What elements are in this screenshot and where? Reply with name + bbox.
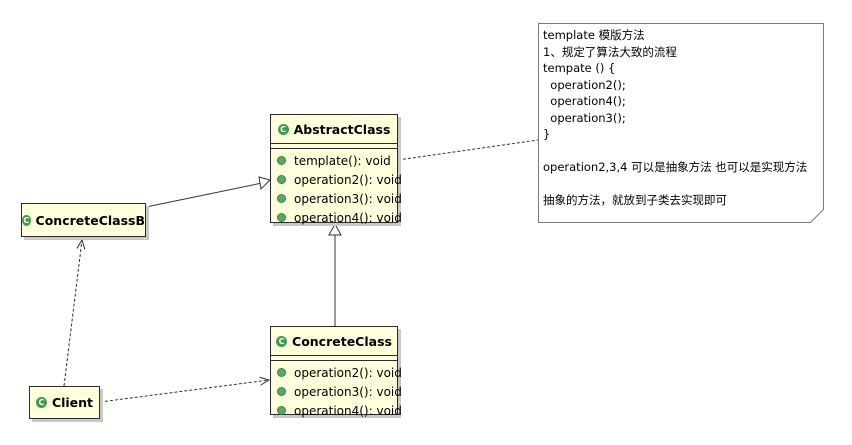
operation-item[interactable]: operation4(): void	[277, 208, 402, 227]
operation-item[interactable]: operation2(): void	[277, 363, 402, 382]
note-anchor-line	[397, 139, 539, 161]
generalization-arrowhead-left	[258, 176, 271, 191]
concreteclass-box[interactable]: C ConcreteClass operation2(): void opera…	[270, 326, 402, 418]
attributes-divider	[271, 356, 397, 361]
client-name: Client	[51, 395, 94, 410]
public-method-icon	[277, 175, 286, 184]
public-method-icon	[277, 387, 286, 396]
operation-item[interactable]: operation3(): void	[277, 189, 402, 208]
concreteclass-operations: operation2(): void operation3(): void op…	[271, 361, 402, 420]
public-method-icon	[277, 368, 286, 377]
concreteclassb-header: C ConcreteClassB	[22, 204, 145, 236]
note-line: template 模版方法	[543, 28, 645, 42]
note-box[interactable]: template 模版方法 1、规定了算法大致的流程 tempate () { …	[538, 23, 824, 223]
operation-item[interactable]: template(): void	[277, 151, 397, 170]
note-line	[543, 176, 819, 193]
public-method-icon	[277, 156, 286, 165]
class-icon: C	[35, 397, 47, 408]
note-line: tempate () {	[543, 61, 616, 75]
note-line: }	[543, 127, 551, 141]
abstractclass-name: AbstractClass	[293, 121, 391, 137]
class-icon: C	[276, 335, 288, 347]
generalization-arrowhead-up	[328, 222, 342, 236]
generalization-concreteclassb-to-abstractclass	[145, 182, 263, 208]
concreteclassb-box[interactable]: C ConcreteClassB	[21, 203, 146, 237]
client-box[interactable]: C Client	[29, 386, 100, 419]
operation-item[interactable]: operation3(): void	[277, 382, 402, 401]
abstractclass-header: C AbstractClass	[271, 115, 397, 144]
dependency-client-to-concreteclass	[99, 380, 269, 403]
dependency-client-to-concreteclassb	[63, 240, 82, 387]
note-line: operation2();	[543, 77, 626, 92]
public-method-icon	[277, 406, 286, 415]
note-line: 1、规定了算法大致的流程	[543, 44, 677, 59]
note-line: operation2,3,4 可以是抽象方法 也可以是实现方法	[543, 160, 808, 174]
concreteclass-name: ConcreteClass	[292, 333, 392, 349]
abstractclass-box[interactable]: C AbstractClass template(): void operati…	[270, 114, 402, 225]
note-line: operation3();	[543, 110, 626, 125]
note-folded-corner	[810, 209, 824, 223]
client-header: C Client	[30, 387, 99, 418]
operation-item[interactable]: operation4(): void	[277, 401, 402, 420]
public-method-icon	[277, 194, 286, 203]
class-icon: C	[277, 123, 289, 135]
concreteclass-header: C ConcreteClass	[271, 327, 397, 356]
operation-item[interactable]: operation2(): void	[277, 170, 402, 189]
public-method-icon	[277, 213, 286, 222]
note-line	[543, 143, 819, 160]
attributes-divider	[271, 144, 397, 149]
abstractclass-operations: template(): void operation2(): void oper…	[271, 149, 402, 227]
note-line: operation4();	[543, 94, 626, 108]
note-line: 抽象的方法，就放到子类去实现即可	[543, 193, 727, 207]
concreteclassb-name: ConcreteClassB	[35, 212, 145, 228]
class-icon: C	[22, 214, 31, 226]
